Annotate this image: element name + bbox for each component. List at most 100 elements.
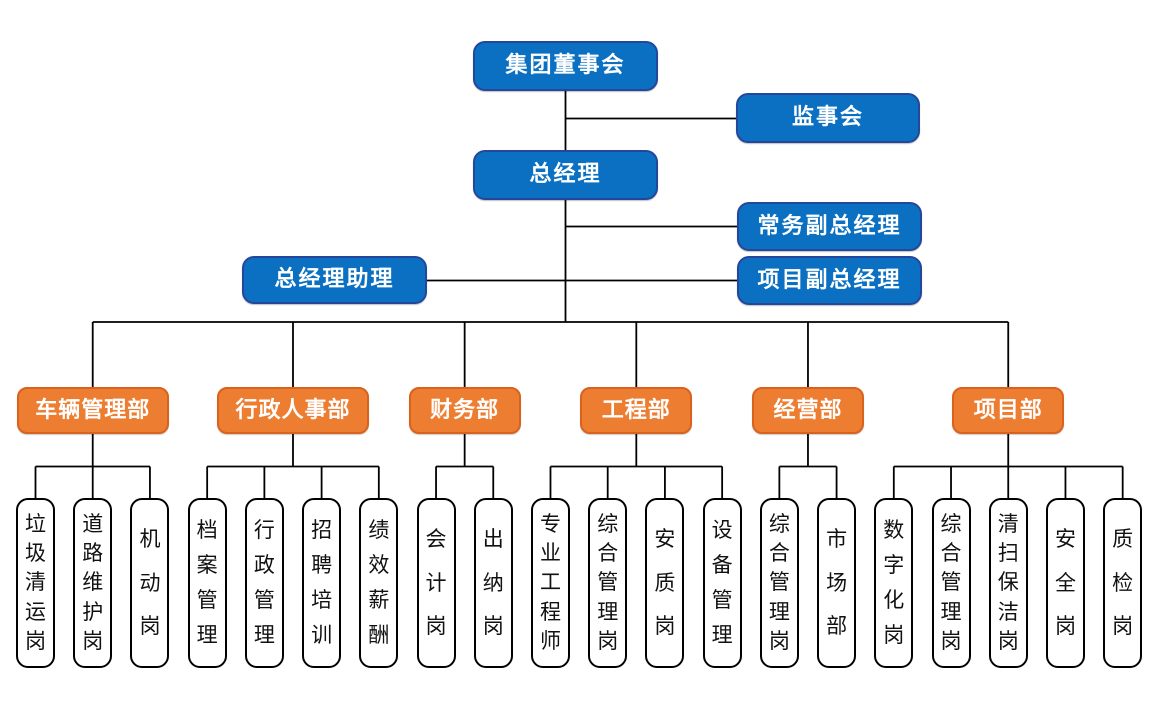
- position-char: 道: [82, 512, 104, 537]
- position-char: 理: [768, 599, 790, 624]
- position-char: 岗: [82, 628, 104, 653]
- position-char: 化: [883, 588, 905, 612]
- supervisory-board-box: 监事会: [736, 93, 920, 143]
- position-char: 岗: [1054, 614, 1076, 639]
- position-char: 综: [597, 512, 619, 537]
- position-char: 理: [940, 599, 962, 624]
- position-char: 管: [940, 570, 962, 595]
- position-char: 运: [25, 599, 46, 624]
- position-char: 管: [768, 570, 790, 595]
- position-char: 岗: [425, 614, 447, 639]
- position-char: 师: [539, 628, 561, 653]
- position-char: 质: [1112, 526, 1134, 551]
- position-char: 质: [654, 570, 676, 595]
- position-char: 行: [253, 518, 275, 542]
- dept-box-operations: 经营部: [751, 387, 864, 434]
- position-char: 岗: [940, 628, 962, 653]
- position-char: 设: [711, 518, 733, 542]
- position-char: 理: [253, 623, 275, 647]
- dept-box-admin-hr: 行政人事部: [216, 387, 369, 434]
- position-char: 会: [425, 526, 447, 551]
- position-box: 质检岗: [1103, 498, 1143, 668]
- position-char: 全: [1054, 570, 1076, 595]
- position-char: 培: [311, 588, 333, 612]
- position-char: 动: [139, 570, 161, 595]
- dept-box-vehicle-management: 车辆管理部: [16, 387, 169, 434]
- position-box: 设备管理: [702, 498, 742, 668]
- position-char: 政: [253, 553, 275, 577]
- position-box: 道路维护岗: [73, 498, 113, 668]
- position-char: 聘: [311, 553, 333, 577]
- position-char: 效: [368, 553, 390, 577]
- position-char: 机: [139, 526, 161, 551]
- position-char: 业: [539, 541, 561, 566]
- gm-assistant-box: 总经理助理: [242, 256, 427, 304]
- position-char: 专: [539, 512, 561, 537]
- position-box: 安质岗: [645, 498, 685, 668]
- position-char: 圾: [25, 541, 46, 566]
- position-char: 出: [482, 526, 504, 551]
- position-box: 机动岗: [130, 498, 170, 668]
- position-char: 安: [654, 526, 676, 551]
- position-box: 垃圾清运岗: [16, 498, 55, 668]
- position-char: 案: [196, 553, 218, 577]
- position-box: 数字化岗: [874, 498, 914, 668]
- position-char: 护: [82, 599, 104, 624]
- position-char: 岗: [654, 614, 676, 639]
- position-box: 安全岗: [1045, 498, 1085, 668]
- position-char: 绩: [368, 518, 390, 542]
- position-char: 保: [997, 570, 1019, 595]
- position-char: 岗: [139, 614, 161, 639]
- position-char: 薪: [368, 588, 390, 612]
- position-char: 岗: [1112, 614, 1134, 639]
- position-char: 纳: [482, 570, 504, 595]
- position-char: 备: [711, 553, 733, 577]
- position-char: 数: [883, 518, 905, 542]
- position-box: 行政管理: [244, 498, 284, 668]
- position-char: 岗: [883, 623, 905, 647]
- position-box: 绩效薪酬: [359, 498, 399, 668]
- board-box: 集团董事会: [473, 41, 658, 91]
- position-char: 合: [940, 541, 962, 566]
- position-char: 清: [997, 512, 1019, 537]
- position-char: 部: [826, 614, 848, 639]
- position-char: 合: [768, 541, 790, 566]
- position-char: 管: [597, 570, 619, 595]
- position-char: 安: [1054, 526, 1076, 551]
- position-char: 理: [597, 599, 619, 624]
- position-char: 岗: [482, 614, 504, 639]
- position-char: 综: [940, 512, 962, 537]
- dept-box-finance: 财务部: [408, 387, 521, 434]
- position-box: 出纳岗: [473, 498, 513, 668]
- position-char: 岗: [25, 628, 46, 653]
- dept-box-project: 项目部: [952, 387, 1065, 434]
- position-char: 管: [196, 588, 218, 612]
- position-char: 维: [82, 570, 104, 595]
- position-char: 岗: [597, 628, 619, 653]
- position-char: 理: [196, 623, 218, 647]
- position-char: 场: [826, 570, 848, 595]
- position-char: 清: [25, 570, 46, 595]
- position-char: 档: [196, 518, 218, 542]
- position-char: 合: [597, 541, 619, 566]
- position-char: 市: [826, 526, 848, 551]
- position-box: 专业工程师: [530, 498, 570, 668]
- position-box: 招聘培训: [302, 498, 342, 668]
- position-box: 清扫保洁岗: [988, 498, 1028, 668]
- position-char: 检: [1112, 570, 1134, 595]
- position-char: 计: [425, 570, 447, 595]
- position-char: 综: [768, 512, 790, 537]
- position-char: 酬: [368, 623, 390, 647]
- position-char: 管: [711, 588, 733, 612]
- position-char: 洁: [997, 599, 1019, 624]
- position-char: 训: [311, 623, 333, 647]
- position-char: 工: [539, 570, 561, 595]
- position-char: 程: [539, 599, 561, 624]
- position-char: 招: [311, 518, 333, 542]
- position-box: 市场部: [817, 498, 857, 668]
- position-box: 档案管理: [187, 498, 227, 668]
- position-char: 路: [82, 541, 104, 566]
- position-char: 岗: [997, 628, 1019, 653]
